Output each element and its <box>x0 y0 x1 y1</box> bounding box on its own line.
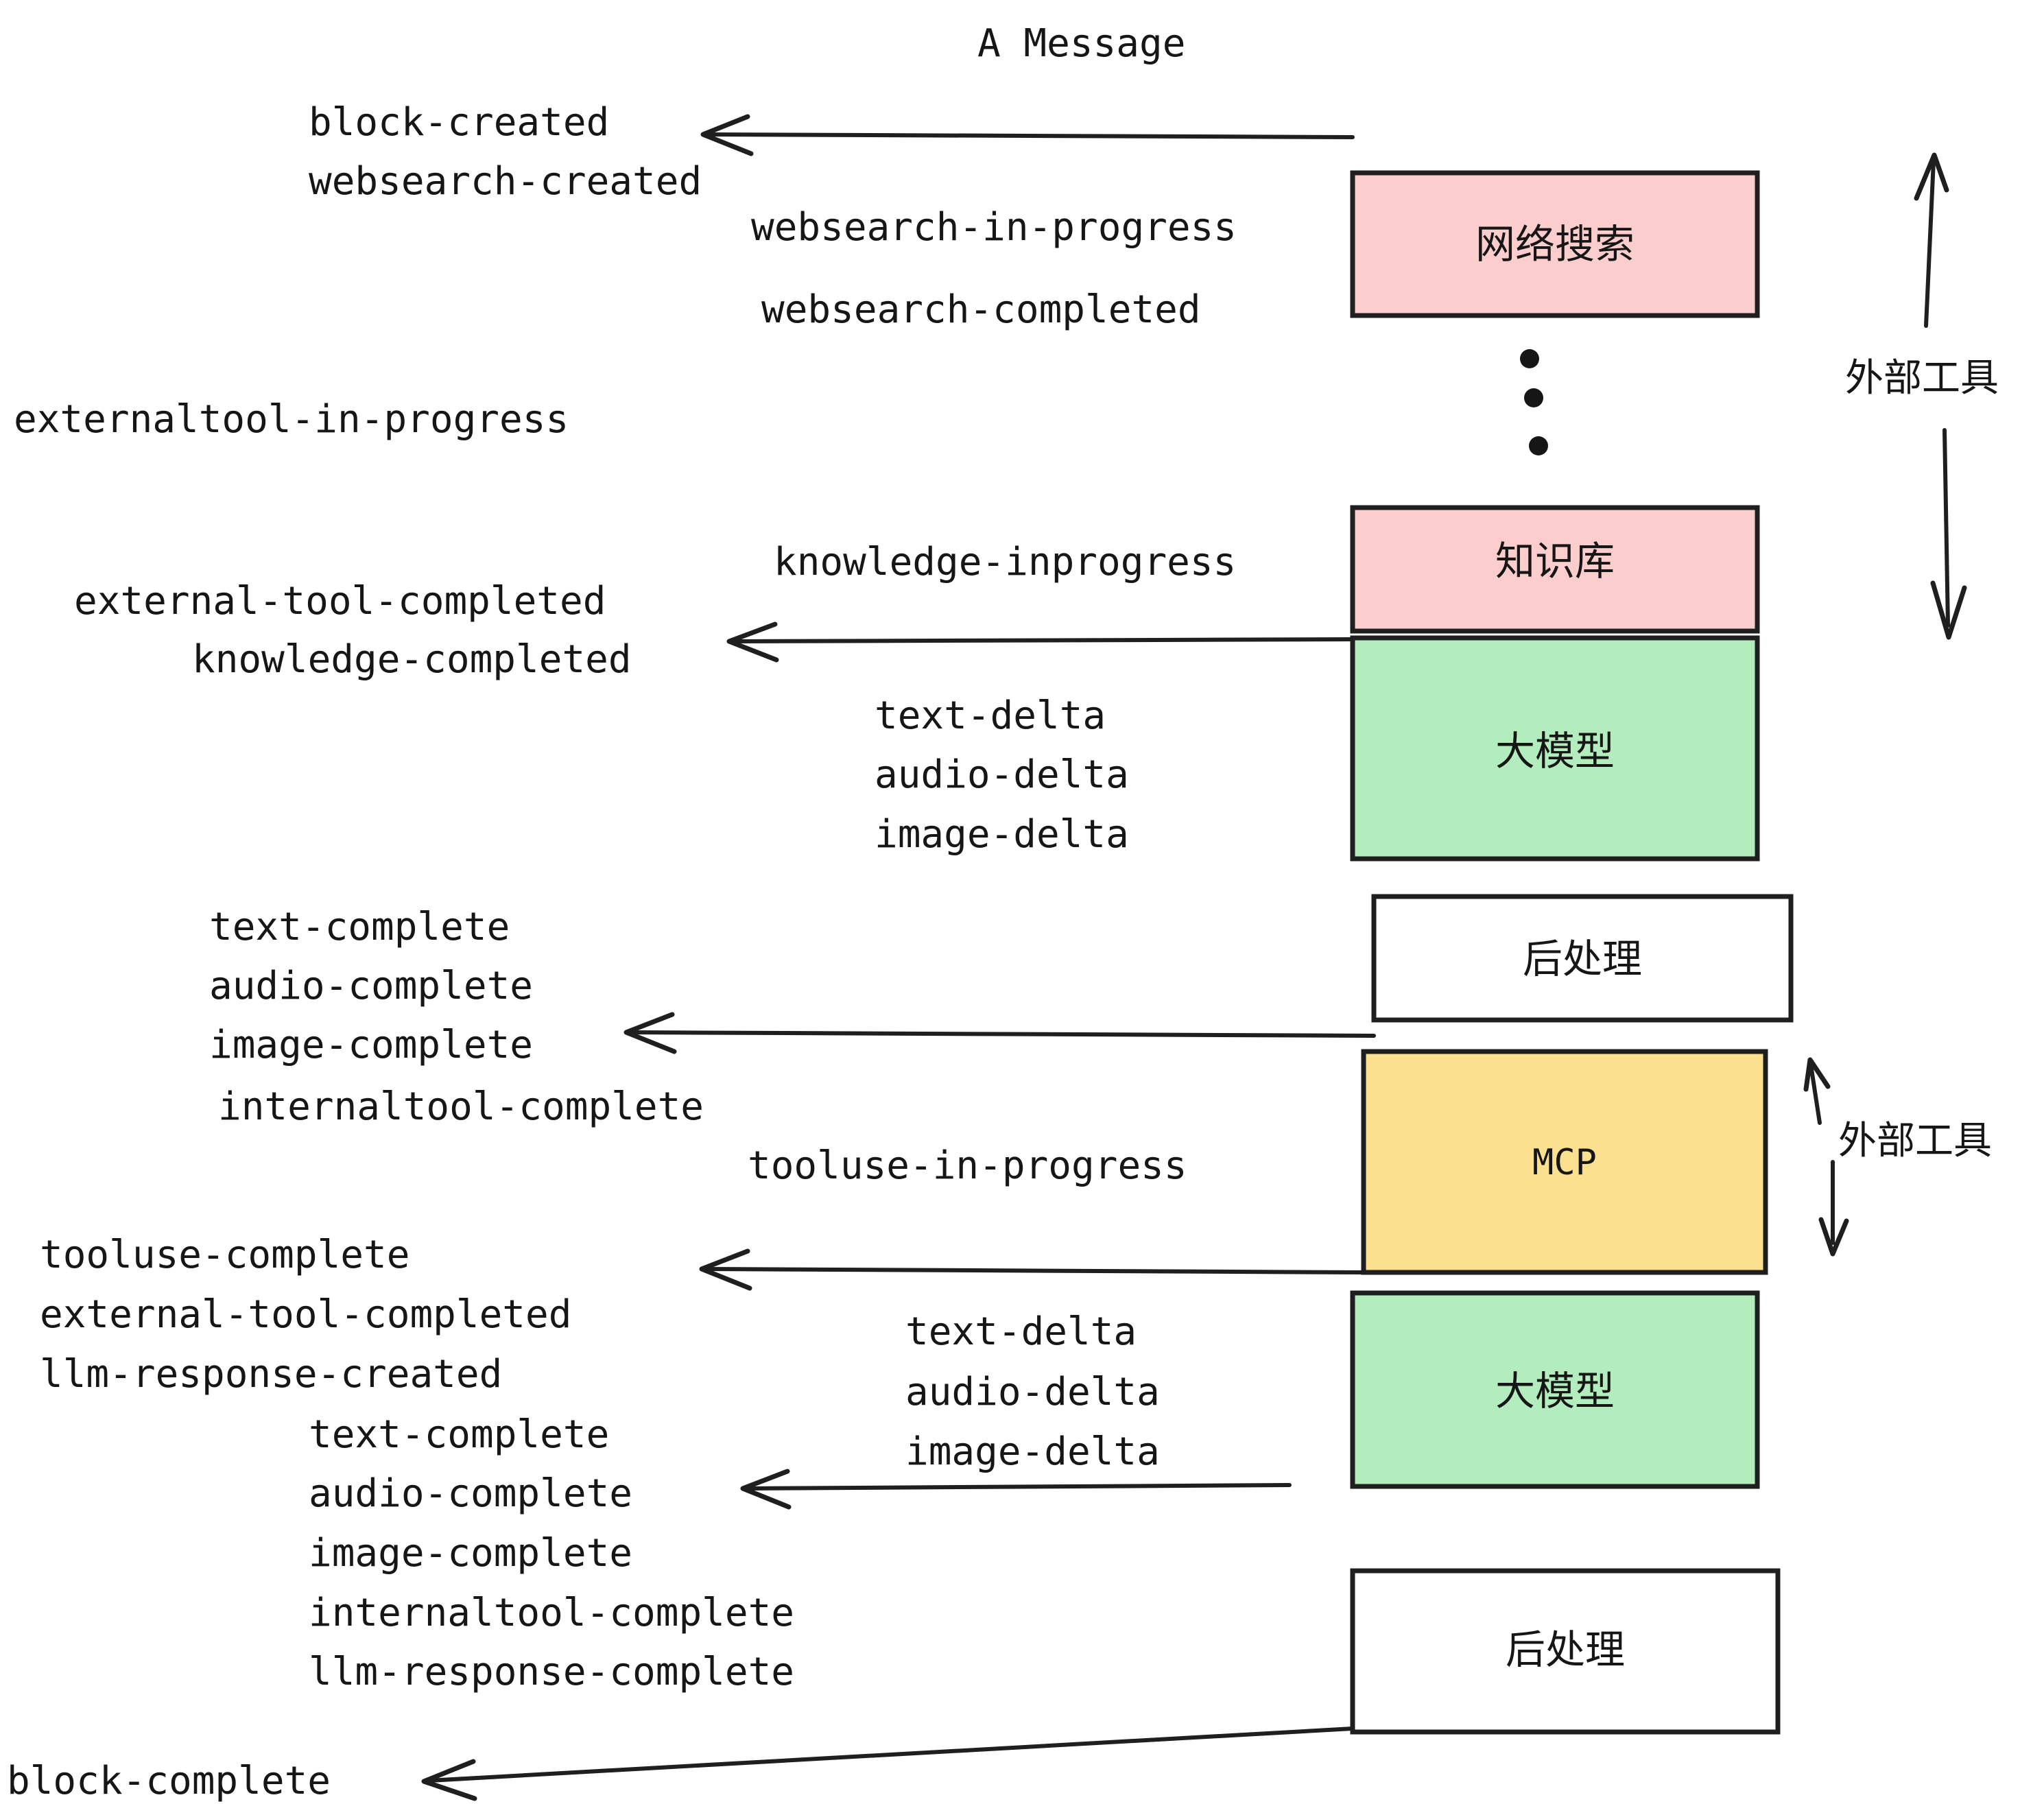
external-tools-bottom-up-arrow-shaft <box>1809 1063 1822 1125</box>
external-tools-top-label: 外部工具 <box>1845 356 1999 401</box>
arrow-llm2-to-audiocomplete-head <box>740 1469 792 1510</box>
event-websearch-in-progress: websearch-in-progress <box>751 205 1237 250</box>
arrow-postprocess1-to-imagecomplete-head <box>623 1012 677 1054</box>
event-llm-response-created: llm-response-created <box>40 1352 502 1397</box>
event-internaltool-complete-2: internaltool-complete <box>309 1591 794 1635</box>
arrow-postprocess2-to-blockcomplete <box>427 1726 1355 1783</box>
event-text-delta-2: text-delta <box>905 1309 1137 1354</box>
event-audio-complete-1: audio-complete <box>209 964 533 1008</box>
event-text-complete-2: text-complete <box>309 1412 609 1457</box>
event-tooluse-complete: tooluse-complete <box>40 1233 409 1277</box>
arrow-knowledge-to-completed-head <box>726 621 779 663</box>
box-postprocess-1[interactable] <box>1371 894 1794 1023</box>
event-knowledge-inprogress: knowledge-inprogress <box>774 540 1236 584</box>
external-tools-bottom-label: 外部工具 <box>1838 1119 1992 1163</box>
external-tools-top-up-arrow-head <box>1914 152 1949 201</box>
ellipsis-dot-3 <box>1529 436 1548 455</box>
arrow-knowledge-to-completed <box>732 637 1355 643</box>
event-audio-delta-1: audio-delta <box>875 752 1129 797</box>
arrow-websearch-to-created <box>704 132 1355 139</box>
event-text-complete-1: text-complete <box>209 905 510 949</box>
box-knowledge-label: 知识库 <box>1495 538 1615 584</box>
event-text-delta-1: text-delta <box>875 693 1106 738</box>
arrow-websearch-to-created-head <box>700 114 754 156</box>
external-tools-top-down-arrow-head <box>1930 580 1967 640</box>
arrow-postprocess1-to-imagecomplete <box>629 1030 1376 1038</box>
box-mcp-label: MCP <box>1532 1142 1597 1183</box>
event-audio-delta-2: audio-delta <box>905 1370 1160 1414</box>
arrow-postprocess2-to-blockcomplete-head <box>421 1759 477 1801</box>
event-block-created: block-created <box>309 100 609 145</box>
event-websearch-completed: websearch-completed <box>761 287 1201 332</box>
event-image-complete-1: image-complete <box>209 1023 533 1067</box>
external-tools-bottom-down-arrow-head <box>1818 1217 1849 1257</box>
box-llm-2[interactable] <box>1350 1290 1760 1489</box>
box-knowledge[interactable] <box>1350 505 1760 634</box>
external-tools-top-up-arrow-shaft <box>1924 158 1936 328</box>
arrow-llm2-to-audiocomplete <box>746 1483 1292 1491</box>
event-knowledge-completed: knowledge-completed <box>192 637 632 682</box>
box-llm-1[interactable] <box>1350 635 1760 862</box>
ellipsis-dot-1 <box>1520 349 1539 368</box>
box-websearch-label: 网络搜索 <box>1475 221 1635 268</box>
event-websearch-created: websearch-created <box>309 159 702 204</box>
event-internaltool-complete-1: internaltool-complete <box>218 1084 704 1129</box>
event-external-tool-completed-2: external-tool-completed <box>40 1292 571 1337</box>
arrow-mcp-to-toolusecomplete <box>704 1267 1366 1274</box>
event-block-complete: block-complete <box>7 1759 331 1803</box>
external-tools-top-down-arrow-shaft <box>1942 428 1950 628</box>
event-tooluse-in-progress: tooluse-in-progress <box>748 1143 1187 1188</box>
event-externaltool-in-progress: externaltool-in-progress <box>14 397 569 442</box>
event-audio-complete-2: audio-complete <box>309 1471 632 1516</box>
box-llm-2-label: 大模型 <box>1495 1368 1615 1414</box>
event-image-complete-2: image-complete <box>309 1531 632 1576</box>
box-mcp[interactable] <box>1361 1049 1768 1275</box>
ellipsis-dot-2 <box>1524 388 1543 407</box>
box-websearch[interactable] <box>1350 170 1760 318</box>
box-postprocess-2-label: 后处理 <box>1506 1626 1625 1673</box>
diagram-title: A Message <box>977 21 1185 66</box>
event-image-delta-1: image-delta <box>875 812 1129 857</box>
box-postprocess-2[interactable] <box>1350 1568 1781 1735</box>
box-postprocess-1-label: 后处理 <box>1523 936 1642 982</box>
box-llm-1-label: 大模型 <box>1495 728 1615 774</box>
event-image-delta-2: image-delta <box>905 1429 1160 1474</box>
event-llm-response-complete: llm-response-complete <box>309 1650 794 1694</box>
arrow-mcp-to-toolusecomplete-head <box>699 1248 752 1291</box>
event-external-tool-completed-1: external-tool-completed <box>74 579 606 624</box>
external-tools-bottom-up-arrow-head <box>1803 1057 1831 1092</box>
